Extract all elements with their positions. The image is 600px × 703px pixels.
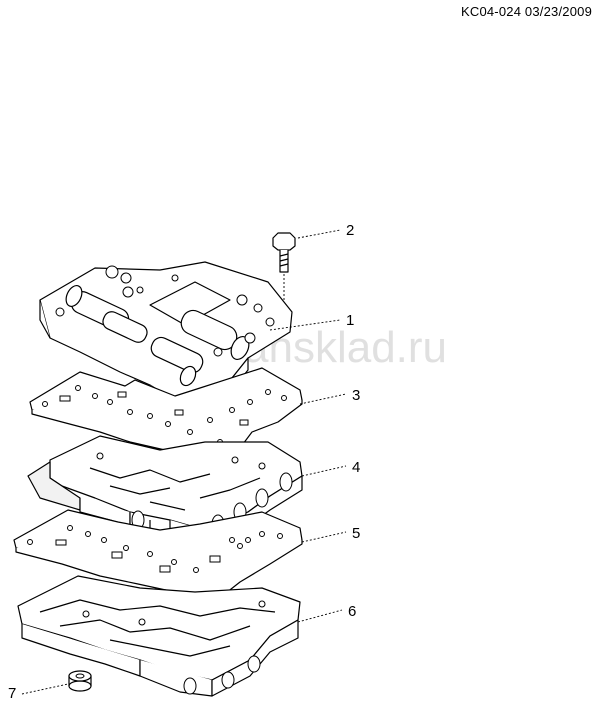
callout-3: 3: [352, 387, 360, 404]
callout-4: 4: [352, 459, 360, 476]
leader-lines: [21, 229, 347, 695]
callout-6: 6: [348, 603, 356, 620]
solenoid-left: [65, 285, 148, 343]
drawing-code: KC04-024 03/23/2009: [460, 4, 592, 19]
lower-separator-plate-part: [13, 509, 303, 605]
seal-cap-part: [68, 670, 92, 692]
callout-2: 2: [346, 222, 354, 239]
callout-1: 1: [346, 312, 354, 329]
callout-5: 5: [352, 525, 360, 542]
bolt-part: [272, 232, 296, 330]
plate5-holes: [27, 525, 283, 573]
lower-valve-body-part: [17, 575, 301, 697]
solenoid-right: [150, 309, 250, 387]
callout-7: 7: [8, 685, 16, 702]
